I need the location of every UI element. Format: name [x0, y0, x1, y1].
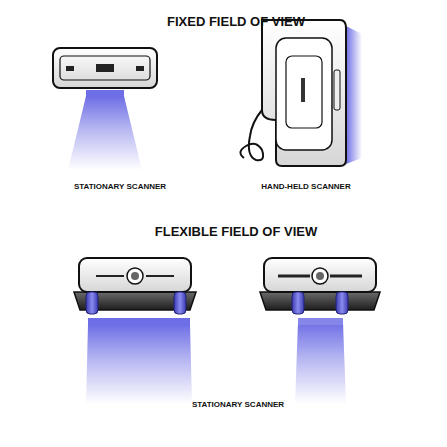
stationary-scanner: [74, 258, 196, 404]
scanner-label: STATIONARY SCANNER: [192, 401, 284, 410]
scanner-label: STATIONARY SCANNER: [74, 183, 166, 192]
stationary-scanner: [53, 48, 157, 170]
section-heading: FLEXIBLE FIELD OF VIEW: [155, 225, 318, 239]
hand-held-scanner: [240, 20, 362, 166]
scanner-label: HAND-HELD SCANNER: [261, 183, 350, 192]
section-heading: FIXED FIELD OF VIEW: [167, 15, 305, 29]
stationary-scanner: [260, 258, 380, 404]
